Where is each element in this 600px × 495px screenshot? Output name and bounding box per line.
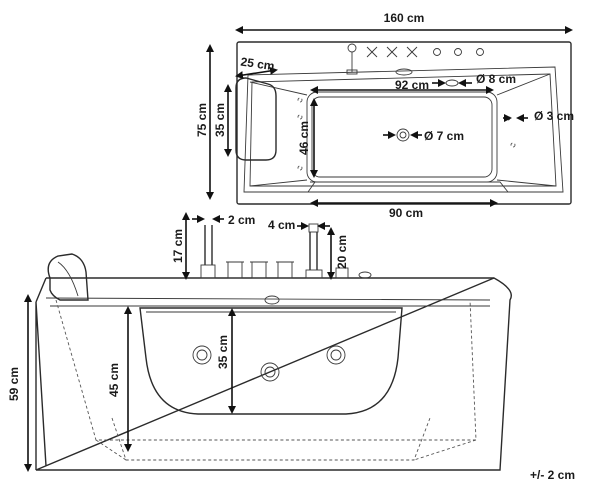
- side-view-valves: [226, 261, 294, 279]
- label-drain-8: Ø 8 cm: [476, 72, 516, 86]
- side-view-window: [139, 307, 403, 415]
- top-view-center-jet: [396, 128, 410, 142]
- side-view-headrest: [47, 253, 89, 301]
- label-shower-4: 4 cm: [268, 218, 295, 232]
- top-view-drain: [445, 79, 459, 87]
- label-depth-45: 45 cm: [107, 363, 121, 397]
- top-view-faucet-controls: [346, 43, 484, 76]
- top-view-outer-rim: [236, 41, 572, 205]
- label-bottom-90: 90 cm: [389, 206, 423, 220]
- label-center-jet-7: Ø 7 cm: [424, 129, 464, 143]
- side-view: [35, 223, 512, 471]
- top-view: [235, 41, 572, 205]
- side-view-hand-shower: [305, 223, 372, 279]
- side-view-tub-body: [35, 277, 512, 471]
- label-spout-2: 2 cm: [228, 213, 255, 227]
- label-inner-46: 46 cm: [297, 121, 311, 155]
- top-view-dimensions: 160 cm 75 cm 25 cm 35 cm 92 cm Ø 8 cm Ø …: [195, 11, 574, 220]
- side-view-spout: [200, 225, 216, 279]
- label-headrest-25: 25 cm: [240, 55, 276, 74]
- top-view-headrest: [235, 77, 277, 161]
- label-height-59: 59 cm: [7, 367, 21, 401]
- label-inner-92: 92 cm: [395, 78, 429, 92]
- top-view-tub-body: [243, 66, 564, 193]
- label-jet-3: Ø 3 cm: [534, 109, 574, 123]
- side-view-dimensions: 17 cm 2 cm 4 cm 20 cm 59 cm 45 cm 35 cm: [7, 212, 349, 472]
- label-length-160: 160 cm: [384, 11, 425, 25]
- top-view-side-jets: [297, 97, 516, 171]
- side-view-jets: [192, 295, 346, 382]
- top-view-basin: [306, 91, 498, 183]
- label-shower-20: 20 cm: [335, 235, 349, 269]
- label-width-75: 75 cm: [195, 103, 209, 137]
- tolerance-label: +/- 2 cm: [530, 468, 575, 482]
- label-window-35: 35 cm: [216, 335, 230, 369]
- label-spout-17: 17 cm: [171, 229, 185, 263]
- label-headrest-35: 35 cm: [213, 103, 227, 137]
